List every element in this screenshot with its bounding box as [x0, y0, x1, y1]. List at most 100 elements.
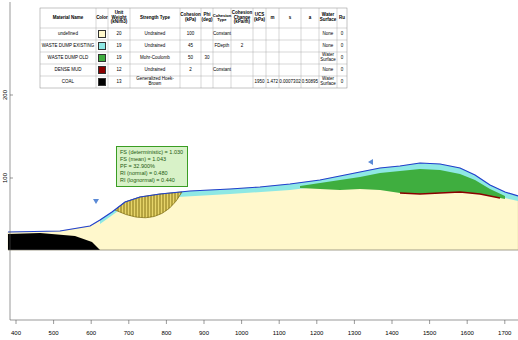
table-cell: None [319, 28, 337, 40]
fs-result-line: RI (normal) = 0.480 [120, 170, 184, 177]
x-axis-label: 700 [114, 329, 144, 337]
coal-seam [8, 233, 100, 250]
y-axis [10, 2, 11, 320]
material-name: WASTE DUMP OLD [40, 52, 96, 64]
table-cell: Constant [213, 28, 231, 40]
tick-mark [354, 320, 355, 324]
table-header: UCS (kPa) [253, 8, 266, 28]
table-header: a [301, 8, 319, 28]
table-cell: None [319, 40, 337, 52]
tick-mark [166, 320, 167, 324]
x-axis-label: 500 [39, 329, 69, 337]
tick-mark [279, 320, 280, 324]
table-cell: Undrained [130, 64, 180, 76]
tick-mark [429, 320, 430, 324]
external-base [8, 250, 518, 251]
table-cell: 12 [108, 64, 130, 76]
x-axis-label: 1100 [264, 329, 294, 337]
tick-mark [53, 320, 54, 324]
table-header: Unit Weight (kN/m3) [108, 8, 130, 28]
tick-mark [316, 320, 317, 324]
x-axis-label: 1300 [339, 329, 369, 337]
tick-mark [91, 320, 92, 324]
table-cell: 0 [337, 52, 347, 64]
table-header: Cohesion Type [213, 8, 231, 28]
table-cell: Water Surface [319, 76, 337, 88]
tick-mark [204, 320, 205, 324]
table-rule [108, 8, 109, 88]
table-header: Cohesion (kPa) [180, 8, 201, 28]
table-header: Phi (deg) [201, 8, 213, 28]
table-header: Cohesion Change (kPa/m) [231, 8, 253, 28]
table-cell: Undrained [130, 28, 180, 40]
table-cell: Constant [213, 64, 231, 76]
table-cell: 0.0007302 [279, 76, 301, 88]
material-name: COAL [40, 76, 96, 88]
fs-result-box: FS (deterministic) = 1.030FS (mean) = 1.… [116, 146, 188, 187]
table-cell: None [319, 64, 337, 76]
fs-result-line: FS (mean) = 1.043 [120, 156, 184, 163]
ground-surface [8, 163, 518, 232]
tick-mark [392, 320, 393, 324]
table-cell: 1.472 [266, 76, 279, 88]
table-header: Water Surface [319, 8, 337, 28]
x-axis-label: 1700 [490, 329, 518, 337]
x-axis-label: 1500 [415, 329, 445, 337]
table-header: Color [96, 8, 108, 28]
table-rule [96, 8, 97, 88]
material-swatch [98, 42, 106, 50]
x-axis-label: 1400 [377, 329, 407, 337]
table-rule [266, 8, 267, 88]
material-swatch [98, 30, 106, 38]
waste-dump-old [300, 169, 505, 199]
x-axis-label: 1200 [302, 329, 332, 337]
slope-limit-marker [368, 159, 373, 165]
x-axis-label: 1600 [452, 329, 482, 337]
table-cell: 0 [337, 76, 347, 88]
table-cell: 30 [201, 52, 213, 64]
material-swatch [98, 78, 106, 86]
table-cell: 19 [108, 52, 130, 64]
tick-mark [504, 320, 505, 324]
table-cell: 0 [337, 40, 347, 52]
fs-result-line: PF = 32.900% [120, 163, 184, 170]
table-header: m [266, 8, 279, 28]
table-cell: 20 [108, 28, 130, 40]
tick-mark [16, 320, 17, 324]
material-name: undefined [40, 28, 96, 40]
table-rule [213, 8, 214, 88]
table-cell: Mohr-Coulomb [130, 52, 180, 64]
x-axis-label: 800 [151, 329, 181, 337]
axis-ticks [10, 95, 505, 324]
table-frame [40, 8, 347, 88]
material-swatch [98, 66, 106, 74]
table-rule [231, 8, 232, 88]
tick-mark [467, 320, 468, 324]
material-swatch [98, 54, 106, 62]
x-axis-label: 600 [76, 329, 106, 337]
x-axis-label: 1000 [227, 329, 257, 337]
table-cell: 13 [108, 76, 130, 88]
table-rule [279, 8, 280, 88]
table-rule [301, 8, 302, 88]
table-cell: 0 [337, 64, 347, 76]
fs-result-line: FS (deterministic) = 1.030 [120, 149, 184, 156]
table-cell: 1950 [253, 76, 266, 88]
undefined-material [8, 163, 518, 250]
material-name: DENSE MUD [40, 64, 96, 76]
table-cell: 0 [337, 28, 347, 40]
tick-mark [10, 95, 13, 96]
table-rule [337, 8, 338, 88]
tick-mark [10, 178, 13, 179]
x-axis [10, 320, 518, 321]
y-axis-label: 100 [1, 163, 9, 193]
table-cell: 45 [180, 40, 201, 52]
dense-mud [400, 192, 500, 198]
table-rule [130, 8, 131, 88]
x-axis-label: 900 [189, 329, 219, 337]
table-cell: 2 [180, 64, 201, 76]
table-cell: Generalized Hoek-Brown [130, 76, 180, 88]
material-name: WASTE DUMP EXISTING [40, 40, 96, 52]
